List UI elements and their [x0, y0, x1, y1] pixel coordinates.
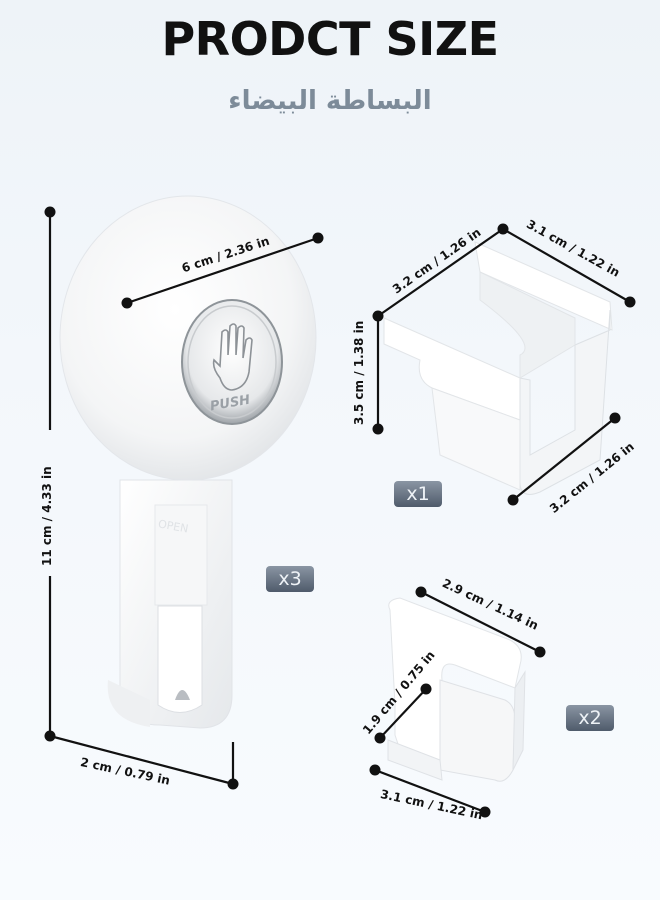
quantity-badge-square-clip: x1 — [394, 481, 442, 507]
hook-height-label: 11 cm / 4.33 in — [40, 466, 54, 566]
measurement-lines — [44, 206, 636, 818]
small-clip-image — [387, 597, 526, 782]
quantity-badge-small-clip: x2 — [566, 705, 614, 731]
page-subtitle: البساطة البيضاء — [228, 86, 432, 116]
square-clip-image — [383, 241, 613, 495]
hand-icon — [212, 323, 253, 391]
page-title: PRODCT SIZE — [161, 12, 499, 66]
square-clip-height-label: 3.5 cm / 1.38 in — [352, 320, 366, 425]
suction-hook-image — [59, 195, 317, 729]
quantity-badge-hook: x3 — [266, 566, 314, 592]
